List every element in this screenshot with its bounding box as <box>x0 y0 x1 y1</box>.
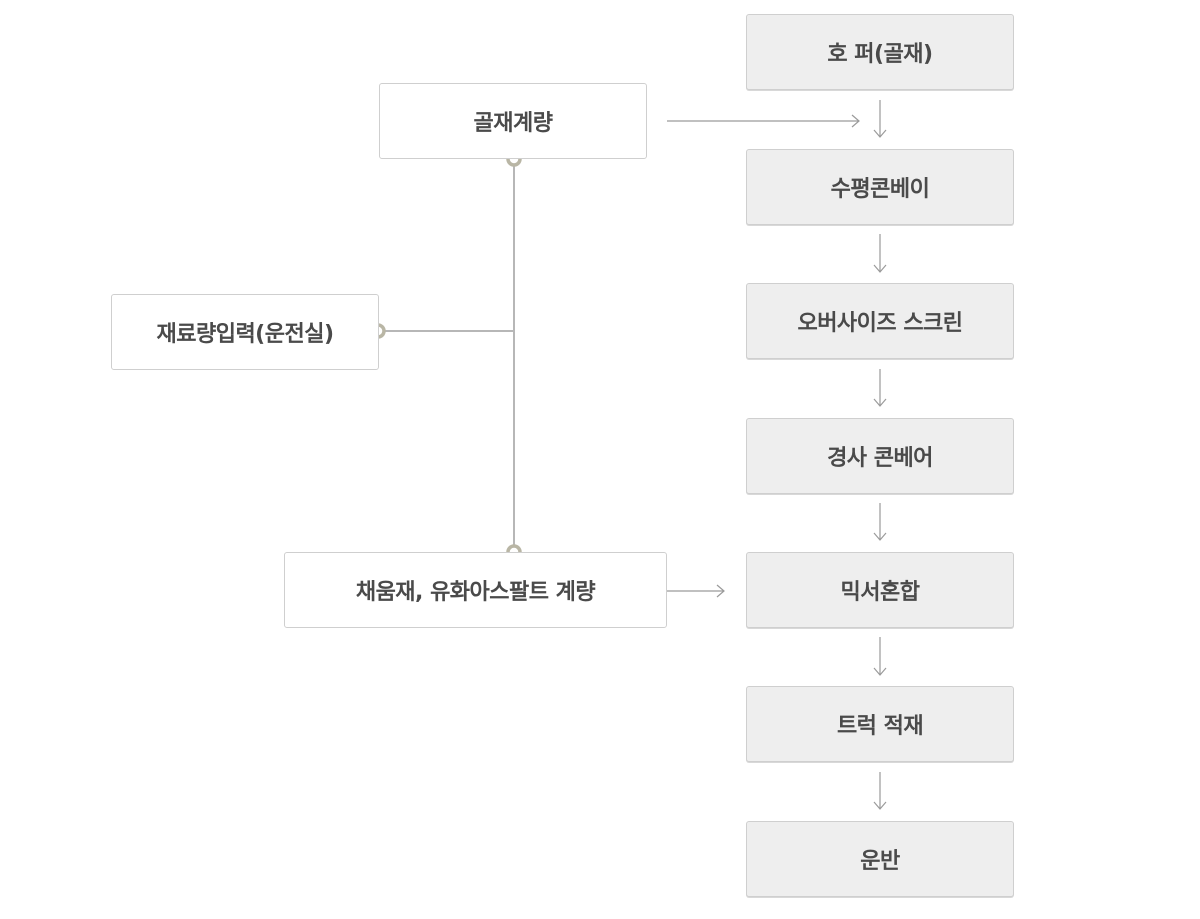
input-filler-weighing: 채움재, 유화아스팔트 계량 <box>284 552 667 628</box>
input-filler-weighing-label: 채움재, 유화아스팔트 계량 <box>355 580 596 605</box>
arrow-mixer-to-truck <box>873 637 887 676</box>
arrow-filler-weighing-to-mixer <box>667 584 725 598</box>
step-horizontal-conveyor-label: 수평콘베이 <box>830 177 930 202</box>
step-truck-loading: 트럭 적재 <box>746 686 1014 762</box>
node-markers <box>370 151 522 560</box>
control-lines <box>378 159 515 552</box>
step-hopper-label: 호 퍼(골재) <box>827 42 933 67</box>
input-aggregate-weighing-label: 골재계량 <box>473 111 553 136</box>
flow-arrows <box>667 100 887 810</box>
step-hopper: 호 퍼(골재) <box>746 14 1014 90</box>
arrow-hopper-to-horizontal-conveyor <box>873 100 887 138</box>
arrow-screen-to-inclined-conveyor <box>873 369 887 407</box>
input-aggregate-weighing: 골재계량 <box>379 83 647 159</box>
step-inclined-conveyor: 경사 콘베어 <box>746 418 1014 494</box>
step-mixer-label: 믹서혼합 <box>840 580 920 605</box>
arrow-truck-to-transport <box>873 772 887 810</box>
step-oversize-screen-label: 오버사이즈 스크린 <box>797 311 963 336</box>
step-transport: 운반 <box>746 821 1014 897</box>
step-truck-loading-label: 트럭 적재 <box>836 714 924 739</box>
step-horizontal-conveyor: 수평콘베이 <box>746 149 1014 225</box>
arrow-inclined-conveyor-to-mixer <box>873 503 887 541</box>
step-mixer: 믹서혼합 <box>746 552 1014 628</box>
input-material-amount: 재료량입력(운전실) <box>111 294 379 370</box>
step-transport-label: 운반 <box>860 849 900 874</box>
input-material-amount-label: 재료량입력(운전실) <box>156 322 334 347</box>
arrow-aggregate-weighing-to-hopper <box>667 114 860 128</box>
arrow-horizontal-conveyor-to-screen <box>873 234 887 273</box>
step-inclined-conveyor-label: 경사 콘베어 <box>827 446 933 471</box>
step-oversize-screen: 오버사이즈 스크린 <box>746 283 1014 359</box>
